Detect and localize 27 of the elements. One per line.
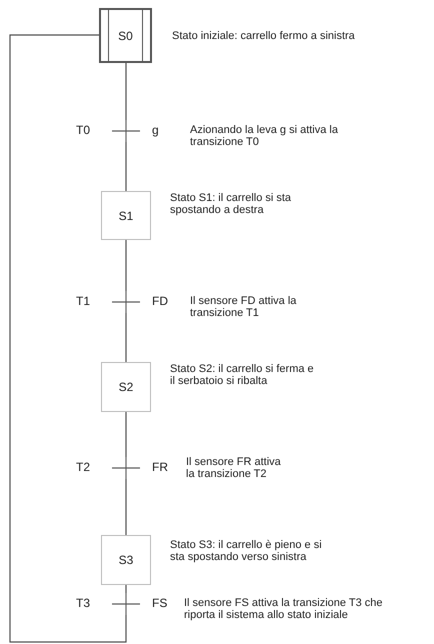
transition-label: T1: [76, 294, 90, 309]
connector-line: [125, 479, 127, 535]
receptivity-label: FR: [152, 460, 168, 475]
step-description: Stato S2: il carrello si ferma e il serbatoio si ribalta: [170, 363, 315, 387]
step-description: Il sensore FS attiva la transizione T3 che riporta il sistema allo stato iniziale: [184, 597, 384, 621]
connector-line: [125, 142, 127, 191]
step-description: Stato S1: il carrello si sta spostando a destra: [170, 192, 292, 216]
connector-line: [125, 313, 127, 362]
connector-line: [125, 63, 127, 120]
connector-line: [9, 34, 127, 643]
step-description: Il sensore FD attiva la transizione T1: [190, 295, 298, 319]
step-description: Azionando la leva g si attiva la transizione T0: [190, 124, 338, 148]
receptivity-label: FS: [152, 596, 168, 611]
connector-line: [125, 240, 127, 291]
step-box: S2: [101, 362, 151, 412]
step-description: Stato S3: il carrello è pieno e si sta spostando verso sinistra: [170, 539, 323, 563]
step-box: S3: [101, 535, 151, 585]
receptivity-label: FD: [152, 294, 168, 309]
connector-line: [125, 412, 127, 457]
transition-label: T0: [76, 123, 90, 138]
step-description: Il sensore FR attiva la transizione T2: [186, 456, 282, 480]
transition-label: T2: [76, 460, 90, 475]
step-description: Stato iniziale: carrello fermo a sinistra: [172, 30, 356, 42]
receptivity-label: g: [152, 123, 159, 138]
step-box: S1: [101, 191, 151, 240]
transition-label: T3: [76, 596, 90, 611]
initial-step-box: S0: [99, 8, 152, 63]
